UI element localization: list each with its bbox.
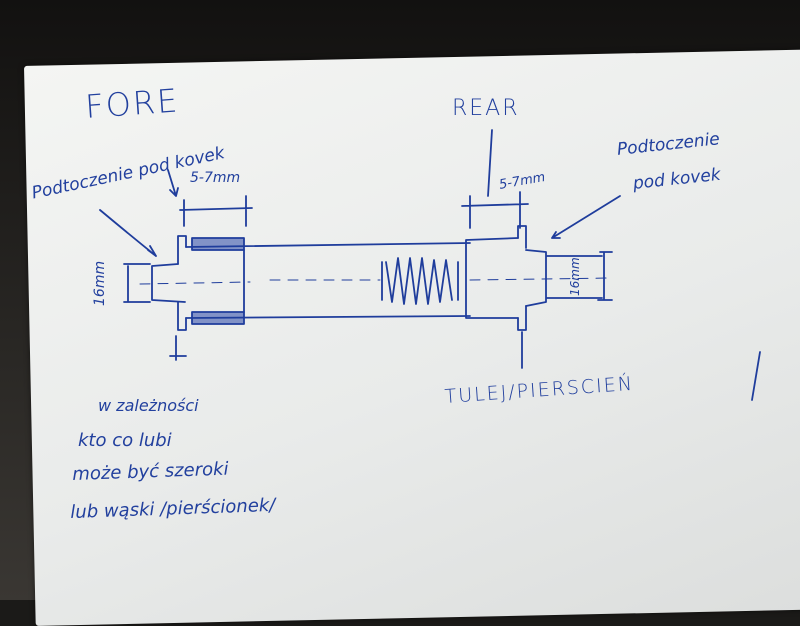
right-diameter-label: 16mm <box>568 257 582 296</box>
note-line-2: kto co lubi <box>78 430 172 451</box>
note-line-1: w zależności <box>98 396 199 415</box>
centerline <box>139 277 611 285</box>
right-width-dim <box>461 191 529 229</box>
left-bottom-dim <box>169 335 187 361</box>
rear-arrow <box>487 129 493 197</box>
right-shoulder <box>517 225 527 331</box>
left-note-arrow <box>99 209 157 257</box>
left-diameter-dim <box>123 263 151 303</box>
right-note-arrow <box>551 195 621 239</box>
left-diameter-label: 16mm <box>92 260 108 306</box>
main-tube <box>185 242 471 319</box>
sleeve-label-tick <box>751 351 761 401</box>
left-width-label: 5-7mm <box>190 170 241 186</box>
right-stub <box>525 249 603 307</box>
left-sleeve-top <box>191 237 245 251</box>
fore-label: FORE <box>84 81 181 126</box>
left-width-dim <box>179 195 253 227</box>
right-diameter-dim <box>597 251 613 301</box>
right-sleeve <box>465 237 519 319</box>
left-shoulder <box>177 235 187 331</box>
left-stub <box>151 263 186 303</box>
rear-label: REAR <box>452 96 520 121</box>
axle-sketch <box>99 129 761 401</box>
spring <box>381 257 459 305</box>
fore-arrow <box>167 169 179 197</box>
